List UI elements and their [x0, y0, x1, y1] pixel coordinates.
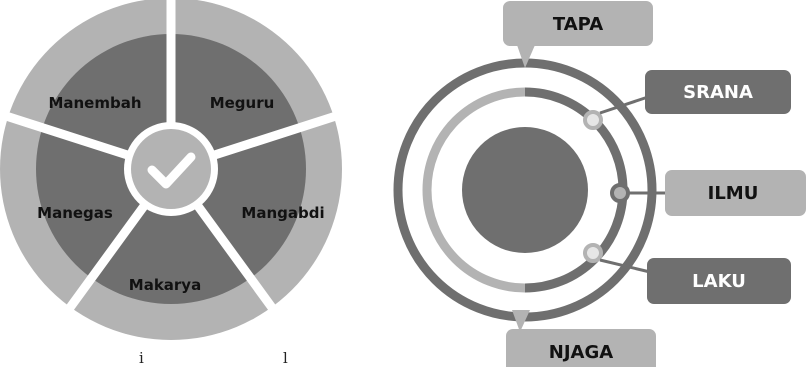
callout-tapa: TAPA	[503, 1, 653, 68]
cut-off-text-left: i	[139, 349, 144, 367]
callout-laku: LAKU	[647, 258, 791, 304]
core-disc	[462, 127, 588, 253]
label-tapa: TAPA	[553, 14, 603, 35]
cut-off-text-middle: l	[283, 349, 288, 367]
label-laku: LAKU	[692, 271, 746, 292]
callout-srana: SRANA	[645, 70, 791, 114]
middle-ring-left-arc	[422, 87, 526, 293]
label-srana: SRANA	[683, 82, 753, 103]
segment-label-manembah: Manembah	[48, 94, 141, 112]
node-dot-srana	[583, 110, 603, 130]
connector-laku	[599, 258, 651, 274]
segment-label-makarya: Makarya	[129, 276, 201, 294]
segment-label-manegas: Manegas	[37, 204, 113, 222]
callout-njaga: NJAGA	[506, 310, 656, 367]
segment-label-meguru: Meguru	[210, 94, 275, 112]
callout-ilmu: ILMU	[665, 170, 806, 216]
concentric-diagram	[393, 58, 668, 322]
segment-label-mangabdi: Mangabdi	[241, 204, 324, 222]
node-dot-ilmu	[610, 183, 630, 203]
hub-disc	[131, 129, 211, 209]
label-ilmu: ILMU	[708, 183, 759, 204]
label-njaga: NJAGA	[549, 342, 613, 363]
connector-srana	[599, 95, 649, 115]
pentagon-wheel: Meguru Mangabdi Makarya Manegas Manembah	[0, 0, 342, 340]
checkmark-icon	[147, 152, 196, 189]
node-dot-laku	[583, 243, 603, 263]
